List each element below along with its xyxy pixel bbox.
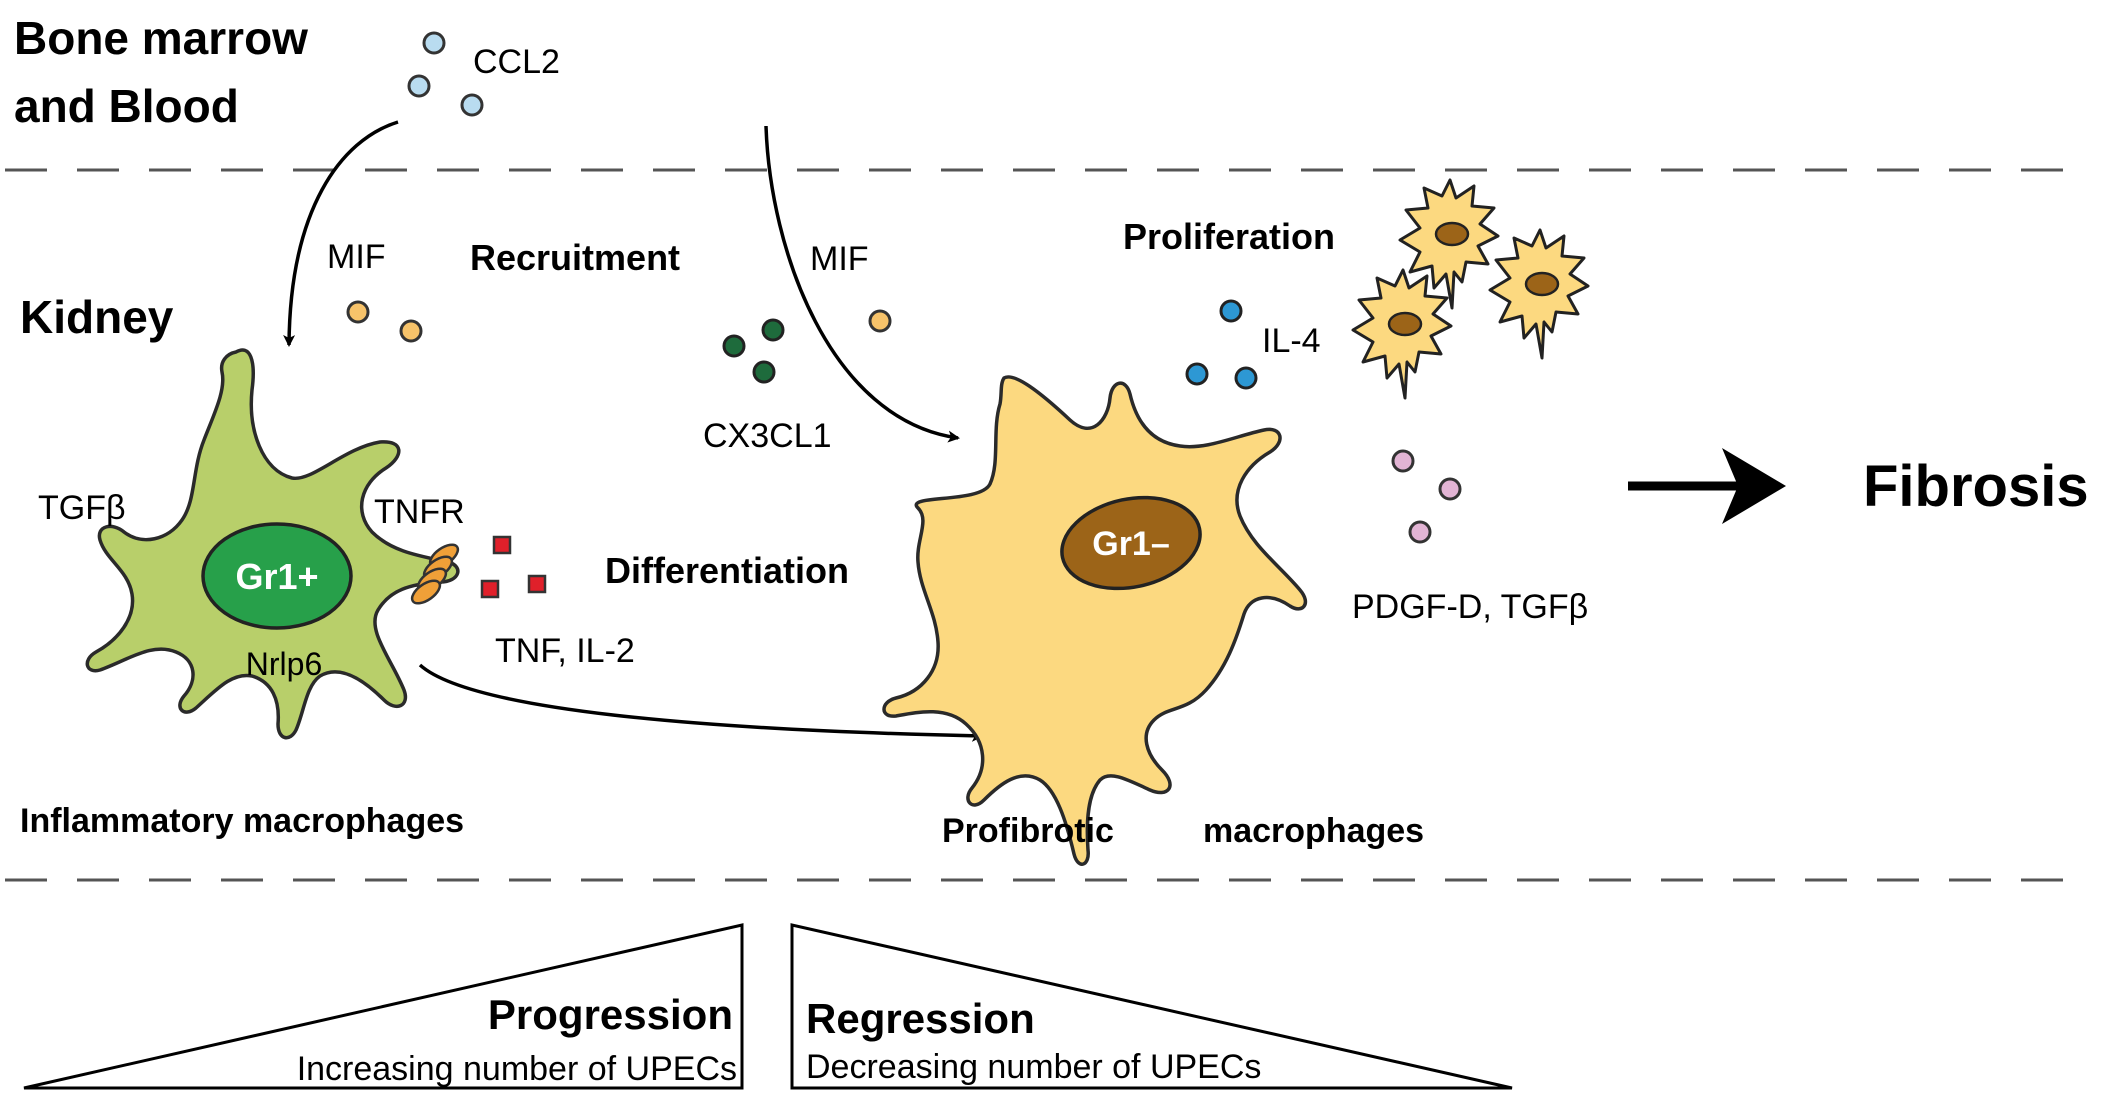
gr1-plus-label: Gr1+ [235,556,318,597]
cx3cl1-dots [722,318,785,384]
proliferating-cells [1351,178,1590,400]
recruitment-label: Recruitment [470,237,680,278]
small-cell-1 [1398,178,1500,310]
profibrotic-cell-body [882,375,1308,866]
regression-title: Regression [806,995,1035,1042]
cx3cl1-label: CX3CL1 [703,417,832,455]
nrlp6-label: Nrlp6 [246,646,322,682]
tgfb-left-label: TGFβ [38,489,126,527]
tnfr-label: TNFR [374,493,465,531]
il4-label: IL-4 [1262,322,1321,360]
inflammatory-macrophage: Gr1+ Nrlp6 [85,348,460,740]
profibrotic-caption-a: Profibrotic [942,812,1114,850]
recruitment-arrow-right [764,125,960,443]
ccl2-label: CCL2 [473,43,560,81]
regression-wedge [790,923,1513,1090]
differentiation-label: Differentiation [605,550,849,591]
progression-wedge [23,923,744,1090]
small-cell-3 [1351,268,1453,400]
regression-subtitle: Decreasing number of UPECs [806,1048,1261,1086]
gr1-minus-label: Gr1– [1092,525,1170,563]
tnf-il2-label: TNF, IL-2 [495,632,635,670]
gr1-minus-nucleus [1060,495,1202,591]
proliferation-label: Proliferation [1123,216,1335,257]
gr1-plus-nucleus [201,522,353,630]
region-label-bone-marrow: Bone marrow [14,12,308,64]
profibrotic-caption-b: macrophages [1203,812,1424,850]
progression-title: Progression [488,991,733,1038]
il4-dots [1185,299,1258,390]
region-label-and-blood: and Blood [14,80,239,132]
mif-dot-right [868,309,892,333]
recruitment-arrow-left [283,120,399,347]
pdgf-dots [1391,449,1462,544]
tnf-il2-squares [480,535,547,599]
differentiation-arrow [418,663,984,742]
region-label-kidney: Kidney [20,291,174,343]
mif-label-left: MIF [327,238,386,276]
fibrosis-label: Fibrosis [1863,454,2089,519]
tnfr-receptor [410,543,460,605]
progression-subtitle: Increasing number of UPECs [297,1050,737,1088]
fibrosis-arrowhead [1722,448,1786,524]
profibrotic-macrophage: Gr1– [882,375,1308,866]
mif-label-right: MIF [810,240,869,278]
ccl2-dots [407,31,484,117]
inflammatory-caption: Inflammatory macrophages [20,802,464,840]
pdgf-tgfb-label: PDGF-D, TGFβ [1352,588,1588,626]
mif-dots-left [346,300,423,343]
small-cell-2 [1488,228,1590,360]
